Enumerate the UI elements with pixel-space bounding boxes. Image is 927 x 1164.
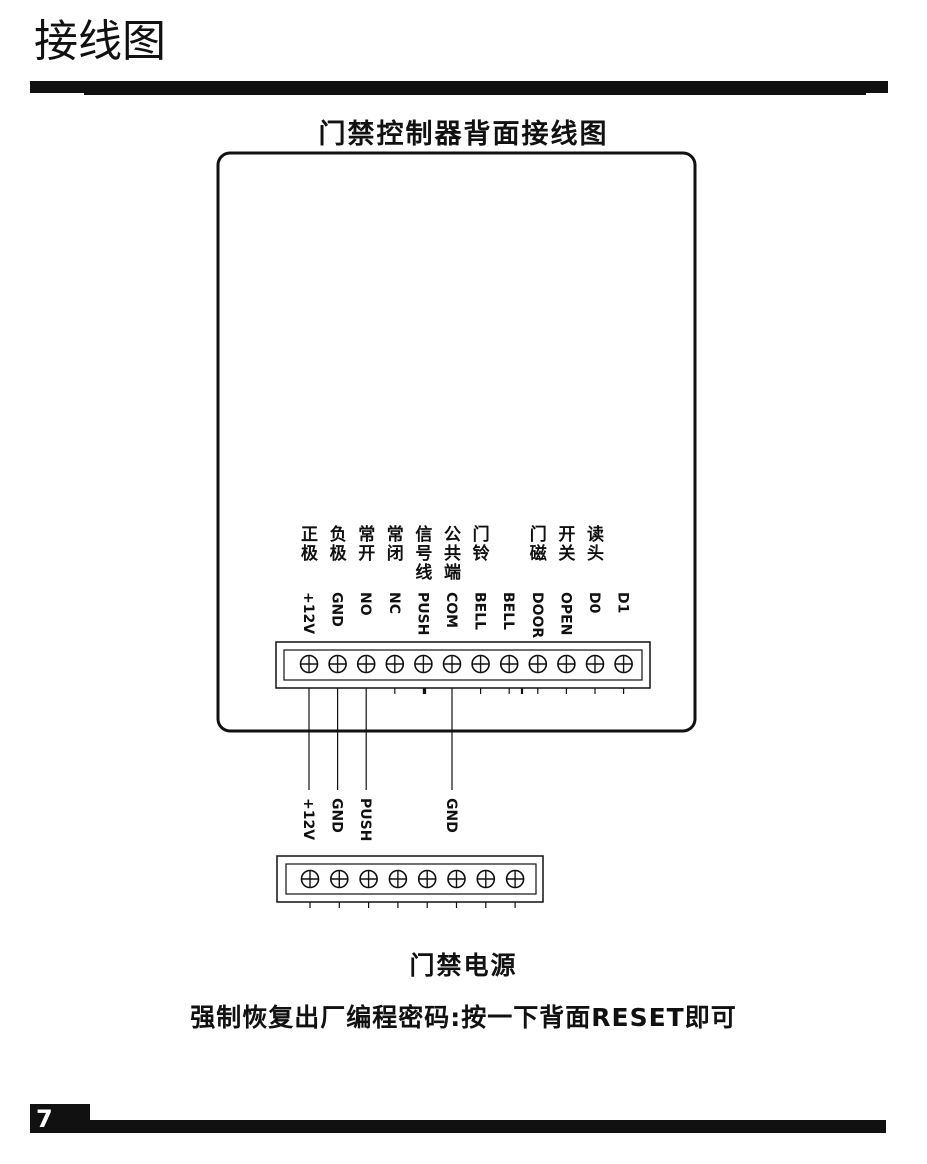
power-screw-terminal: [417, 869, 437, 889]
controller-screw-terminal: [299, 654, 319, 674]
terminal-en-label: OPEN: [557, 592, 573, 635]
controller-screw-terminal: [442, 654, 462, 674]
power-screw-terminal: [447, 869, 466, 889]
terminal-en-label: D1: [615, 592, 631, 613]
terminal-labels: +12V正极GND负极NO常开NC常闭PUSH信号线COM公共端BELL门铃BE…: [300, 524, 631, 841]
terminal-en-label: GND: [329, 592, 345, 627]
terminal-cn-label: 门: [530, 524, 547, 545]
terminal-cn-label: 号: [415, 544, 432, 564]
page-title: 接线图: [34, 16, 166, 67]
page-number: 7: [36, 1105, 53, 1133]
controller-screw-terminal: [614, 654, 633, 674]
power-supply-caption: 门禁电源: [409, 951, 518, 980]
wires: [308, 688, 524, 790]
terminal-cn-label: 公: [444, 525, 461, 545]
page-badge-slope: [62, 1104, 106, 1133]
power-wire-label: GND: [443, 798, 459, 833]
header-rule-accent: [84, 93, 866, 95]
controller-screw-terminal: [385, 654, 405, 674]
terminal-en-label: +12V: [300, 592, 316, 634]
controller-screw-terminal: [557, 654, 576, 674]
terminal-cn-label: 极: [330, 544, 347, 564]
terminal-en-label: NO: [357, 592, 373, 616]
terminal-en-label: D0: [586, 592, 602, 614]
controller-screw-terminal: [528, 654, 548, 674]
controller-screw-terminal: [585, 654, 605, 674]
terminal-cn-label: 常: [387, 524, 404, 545]
terminal-cn-label: 门: [473, 524, 490, 545]
power-wire-label: GND: [329, 798, 345, 833]
terminal-cn-label: 线: [415, 562, 432, 583]
terminal-en-label: BELL: [500, 592, 516, 630]
terminal-cn-label: 读: [587, 524, 604, 545]
power-wire-label: +12V: [300, 798, 316, 840]
terminal-cn-label: 铃: [473, 543, 490, 564]
controller-screw-terminal: [499, 654, 519, 674]
controller-terminal-block: [275, 641, 651, 694]
terminal-cn-label: 正: [301, 525, 318, 545]
power-screw-terminal: [505, 869, 525, 889]
controller-screw-terminal: [414, 654, 433, 674]
terminal-cn-label: 常: [358, 524, 375, 545]
controller-screw-terminal: [328, 654, 347, 674]
diagram-title: 门禁控制器背面接线图: [318, 119, 609, 150]
terminal-cn-label: 头: [587, 544, 604, 564]
controller-screw-terminal: [471, 654, 490, 674]
terminal-en-label: DOOR: [529, 592, 545, 638]
terminal-cn-label: 开: [558, 525, 575, 545]
power-screw-terminal: [388, 869, 408, 889]
terminal-cn-label: 磁: [530, 543, 547, 564]
power-screw-terminal: [359, 869, 378, 889]
power-wire-label: PUSH: [357, 798, 373, 841]
header-rule: [30, 81, 888, 93]
terminal-en-label: NC: [386, 592, 402, 614]
terminal-en-label: BELL: [472, 592, 488, 630]
power-screw-terminal: [329, 869, 349, 889]
terminal-cn-label: 负: [330, 524, 347, 545]
terminal-cn-label: 信: [415, 524, 432, 545]
reset-note: 强制恢复出厂编程密码:按一下背面RESET即可: [190, 1003, 737, 1032]
power-screw-terminal: [476, 869, 496, 889]
terminal-en-label: COM: [443, 592, 459, 628]
terminal-cn-label: 端: [444, 562, 461, 583]
power-terminal-block: [276, 855, 544, 908]
terminal-cn-label: 极: [301, 544, 318, 564]
terminal-en-label: PUSH: [414, 592, 430, 635]
terminal-cn-label: 开: [358, 544, 375, 564]
terminal-cn-label: 关: [558, 543, 575, 564]
footer-rule: [90, 1120, 886, 1133]
controller-screw-terminal: [356, 654, 376, 674]
power-screw-terminal: [300, 869, 320, 889]
terminal-cn-label: 共: [444, 544, 461, 564]
controller-panel: [216, 151, 697, 733]
terminal-cn-label: 闭: [387, 543, 404, 564]
